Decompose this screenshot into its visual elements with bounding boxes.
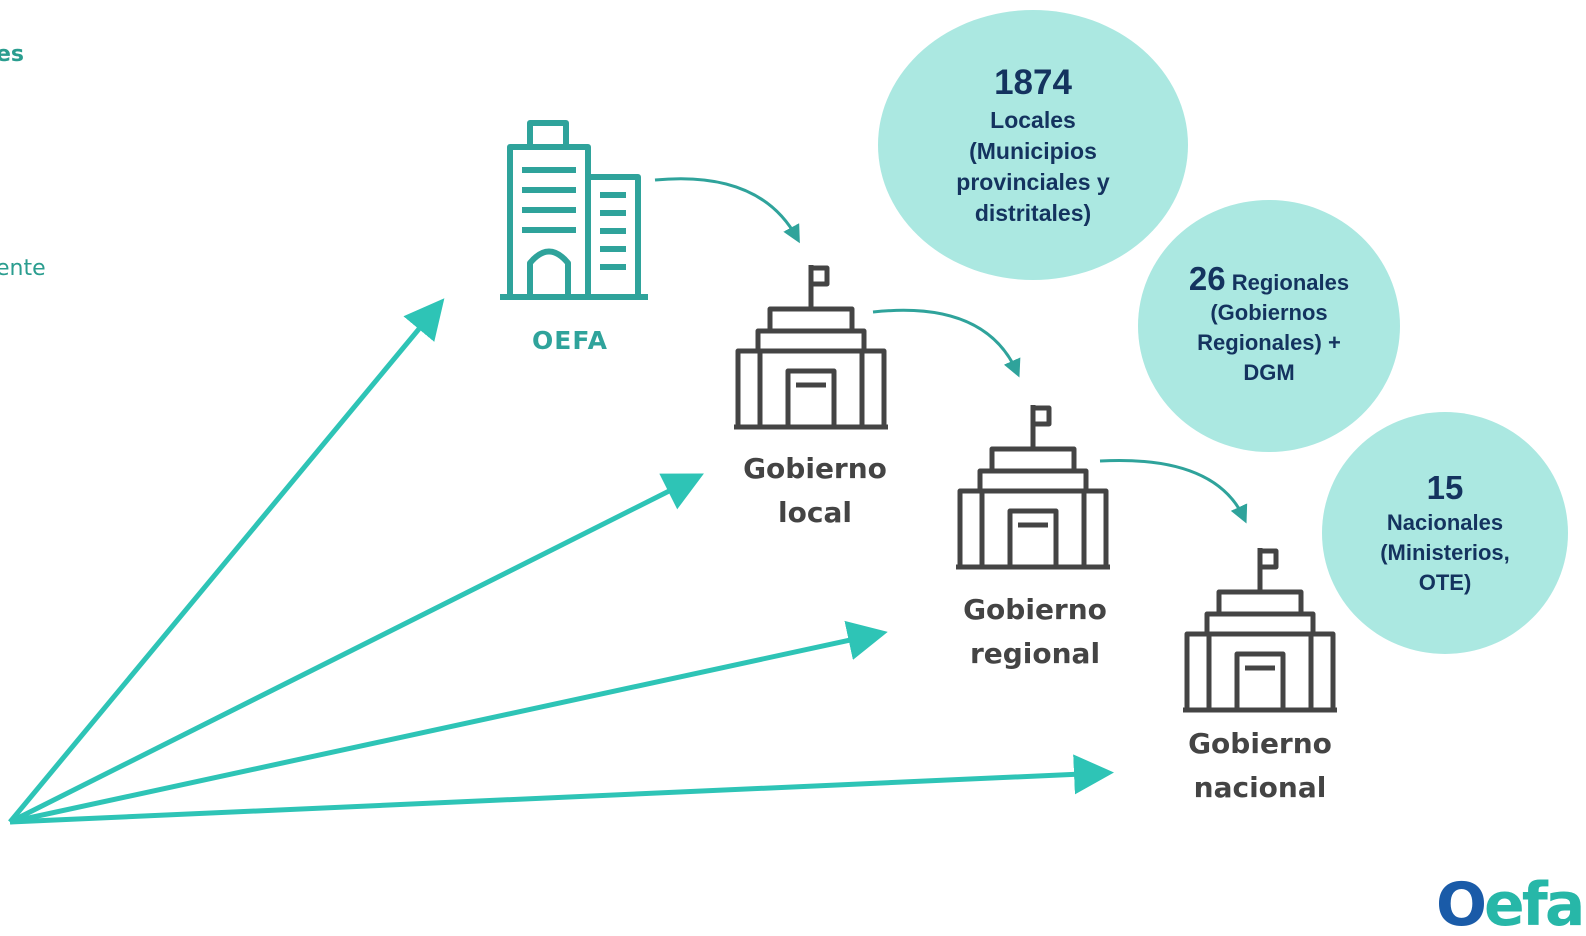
gobierno-nacional-line1: Gobierno (1188, 727, 1332, 760)
curve-arrow-oefa-local (654, 177, 800, 244)
cropped-text-fragment: ente (0, 256, 46, 281)
gobierno-local-line2: local (778, 496, 852, 529)
arrow-to-gobierno-regional (9, 620, 888, 825)
bubble-regionales-heading: 26 Regionales (1189, 262, 1350, 298)
bubble-regionales-number: 26 (1188, 260, 1226, 297)
office-building-icon (500, 120, 648, 300)
arrow-to-gobierno-local (8, 473, 704, 825)
cropped-heading-fragment: es (0, 42, 25, 67)
gobierno-regional-line2: regional (969, 637, 1101, 670)
bubble-locales-line: (Municipios (969, 138, 1097, 164)
gobierno-regional-line1: Gobierno (963, 593, 1107, 626)
oefa-label: OEFA (532, 326, 608, 355)
oefa-logo: Oefa (1436, 870, 1585, 936)
bubble-nacionales-line: Nacionales (1386, 510, 1504, 535)
bubble-locales-line: Locales (990, 107, 1076, 133)
gobierno-nacional-label: Gobierno nacional (1170, 722, 1350, 810)
oefa-logo-o: O (1436, 870, 1487, 936)
gobierno-nacional-line2: nacional (1193, 771, 1327, 804)
bubble-regionales-line: DGM (1243, 360, 1295, 385)
bubble-regionales-line: (Gobiernos (1210, 300, 1328, 325)
bubble-nacionales-line: (Ministerios, (1380, 540, 1510, 565)
curve-arrow-regional-nacional (1099, 458, 1248, 524)
bubble-locales-line: provinciales y (956, 169, 1110, 195)
government-building-icon-regional (956, 405, 1110, 570)
bubble-regionales-line: Regionales) + (1197, 330, 1341, 355)
gobierno-local-label: Gobierno local (725, 447, 905, 535)
gobierno-regional-label: Gobierno regional (945, 588, 1125, 676)
bubble-regionales: 26 Regionales (Gobiernos Regionales) + D… (1138, 200, 1400, 452)
bubble-nacionales-number: 15 (1426, 469, 1464, 506)
bubble-locales-line: distritales) (974, 200, 1092, 226)
government-building-icon-local (734, 265, 888, 430)
government-building-icon-nacional (1183, 548, 1337, 713)
gobierno-local-line1: Gobierno (743, 452, 887, 485)
bubble-locales: 1874 Locales (Municipios provinciales y … (878, 10, 1188, 280)
bubble-locales-number: 1874 (994, 63, 1072, 102)
oefa-logo-efa: efa (1484, 870, 1585, 936)
bubble-nacionales: 15 Nacionales (Ministerios, OTE) (1322, 412, 1568, 654)
curve-arrow-local-regional (872, 308, 1021, 378)
arrow-to-oefa (8, 298, 445, 824)
arrow-to-gobierno-nacional (9, 754, 1114, 825)
bubble-nacionales-line: OTE) (1418, 570, 1472, 595)
bubble-regionales-first-word: Regionales (1231, 270, 1350, 295)
